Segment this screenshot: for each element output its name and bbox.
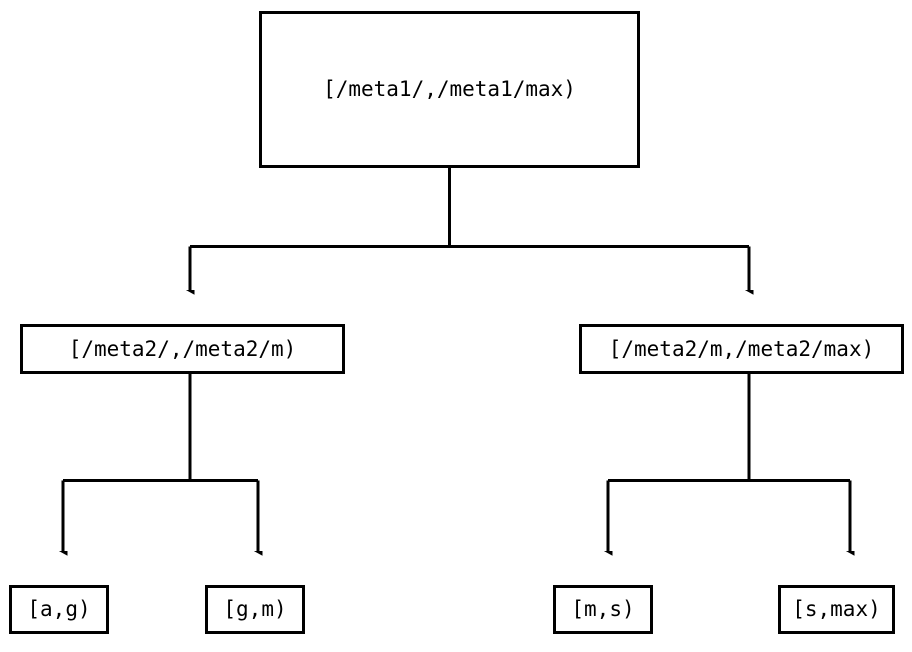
tree-node-mid-left[interactable]: [/meta2/,/meta2/m) [20, 324, 345, 374]
tree-node-label: [m,s) [571, 597, 635, 621]
tree-node-leaf-a-g[interactable]: [a,g) [9, 585, 109, 634]
edge-root-to-mid-left [190, 168, 709, 290]
tree-node-label: [/meta1/,/meta1/max) [323, 77, 576, 101]
tree-node-label: [a,g) [27, 597, 91, 621]
tree-node-root[interactable]: [/meta1/,/meta1/max) [259, 11, 640, 168]
tree-node-label: [/meta2/m,/meta2/max) [608, 336, 875, 361]
tree-node-label: [s,max) [792, 597, 881, 621]
tree-node-leaf-s-max[interactable]: [s,max) [778, 585, 895, 634]
tree-node-leaf-m-s[interactable]: [m,s) [553, 585, 653, 634]
tree-node-leaf-g-m[interactable]: [g,m) [205, 585, 305, 634]
tree-node-label: [/meta2/,/meta2/m) [68, 336, 297, 361]
tree-node-mid-right[interactable]: [/meta2/m,/meta2/max) [579, 324, 904, 374]
edge-mid-right-to-leaf-m-s [608, 374, 850, 551]
edge-root-to-mid-right [709, 245, 749, 291]
tree-node-label: [g,m) [223, 597, 287, 621]
edge-mid-left-to-leaf-a-g [63, 374, 258, 551]
